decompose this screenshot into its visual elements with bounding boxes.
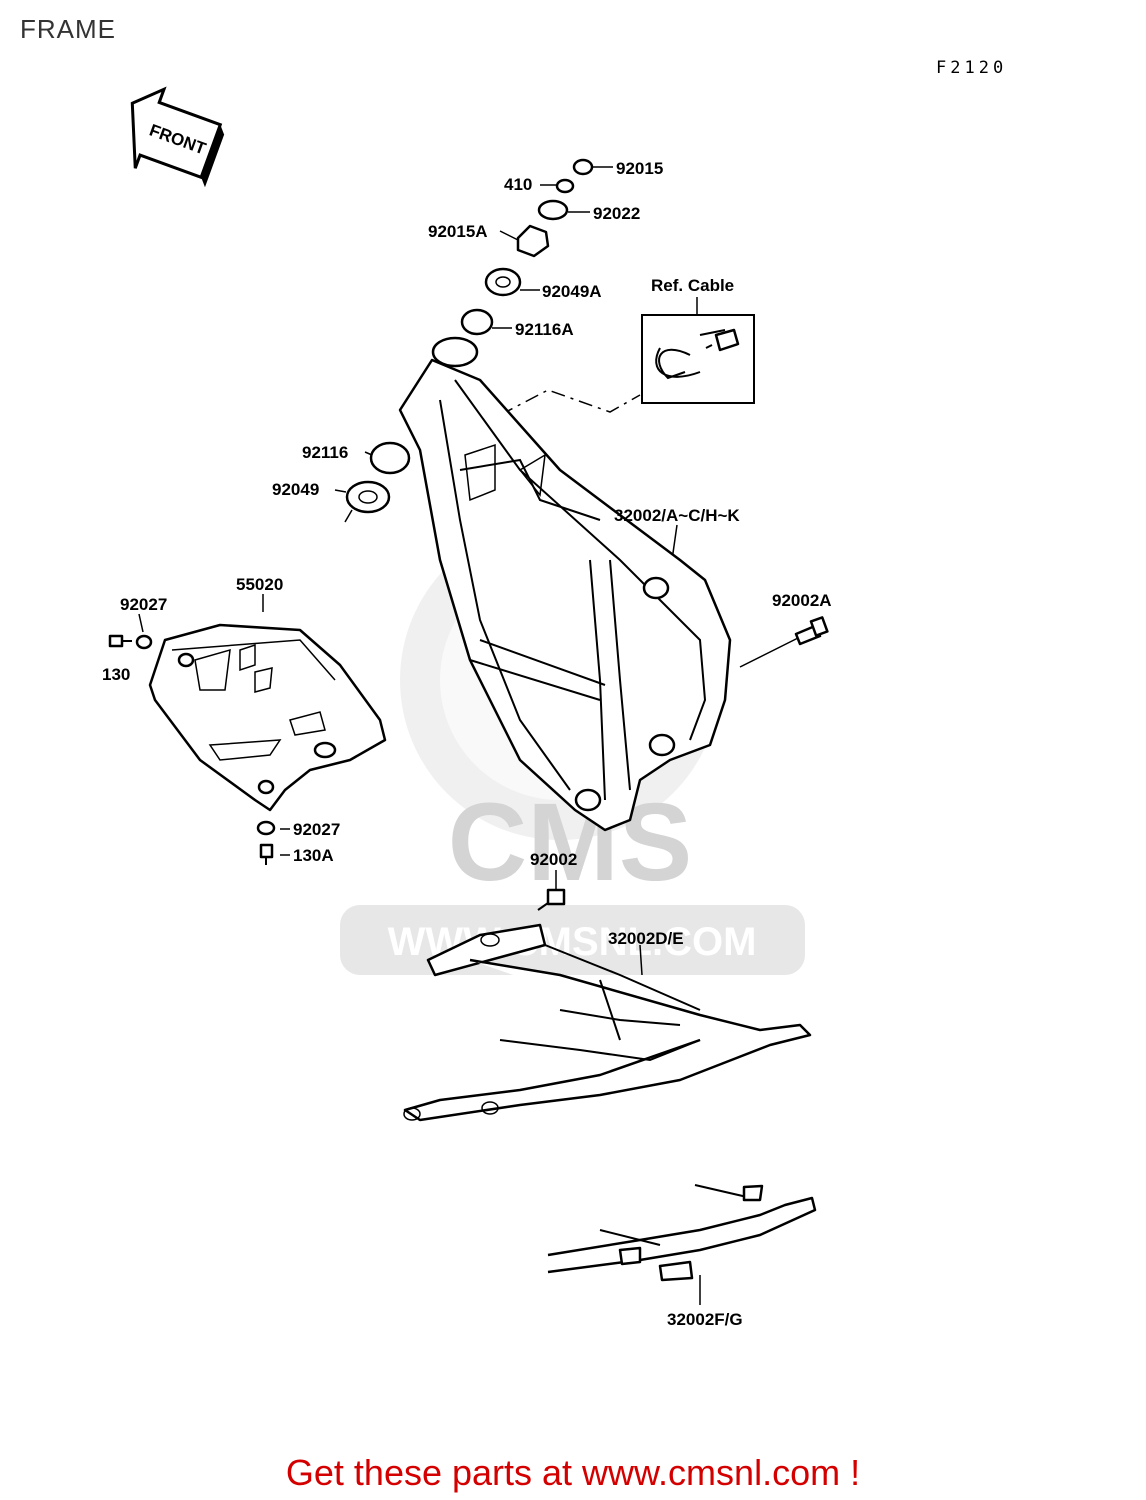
part-label-92002a: 92002A	[772, 591, 832, 610]
bolt-92002a-icon	[794, 616, 829, 646]
part-label-92116: 92116	[302, 443, 348, 462]
part-label-92015a: 92015A	[428, 222, 488, 241]
part-label-92049a: 92049A	[542, 282, 602, 301]
part-label-32002de: 32002D/E	[608, 929, 684, 948]
part-labels: 92015 410 92022 92015A 92049A 92116A Ref…	[102, 159, 832, 1329]
part-label-410: 410	[504, 175, 532, 194]
main-frame	[398, 336, 732, 832]
nut-92027-bottom-icon	[256, 820, 276, 836]
part-label-92022: 92022	[593, 204, 640, 223]
part-label-92027-bottom: 92027	[293, 820, 340, 839]
sub-frame-de	[403, 923, 812, 1122]
part-label-130: 130	[102, 665, 130, 684]
skid-plate	[148, 623, 387, 812]
ref-cable-box	[641, 314, 755, 404]
sub-frame-fg	[547, 1184, 817, 1282]
part-label-92002: 92002	[530, 850, 577, 869]
part-label-32002fg: 32002F/G	[667, 1310, 743, 1329]
bolt-92002-icon	[537, 888, 566, 911]
part-label-92049: 92049	[272, 480, 319, 499]
steering-stem-parts	[345, 158, 594, 514]
page-title: FRAME	[20, 14, 116, 44]
bolt-130-icon	[108, 634, 132, 648]
ref-cable-label: Ref. Cable	[651, 276, 734, 295]
front-arrow-icon: FRONT	[130, 86, 225, 188]
leader-lines	[138, 166, 799, 1305]
nut-92027-top-icon	[135, 634, 153, 650]
part-label-32002-main: 32002/A~C/H~K	[614, 506, 740, 525]
part-label-55020: 55020	[236, 575, 283, 594]
part-label-92015: 92015	[616, 159, 663, 178]
cta-link[interactable]: Get these parts at www.cmsnl.com !	[285, 1452, 861, 1493]
part-label-92116a: 92116A	[515, 320, 574, 339]
bolt-130a-icon	[259, 843, 274, 865]
part-label-92027-top: 92027	[120, 595, 167, 614]
part-label-130a: 130A	[293, 846, 334, 865]
figure-code: F2120	[936, 58, 1008, 78]
